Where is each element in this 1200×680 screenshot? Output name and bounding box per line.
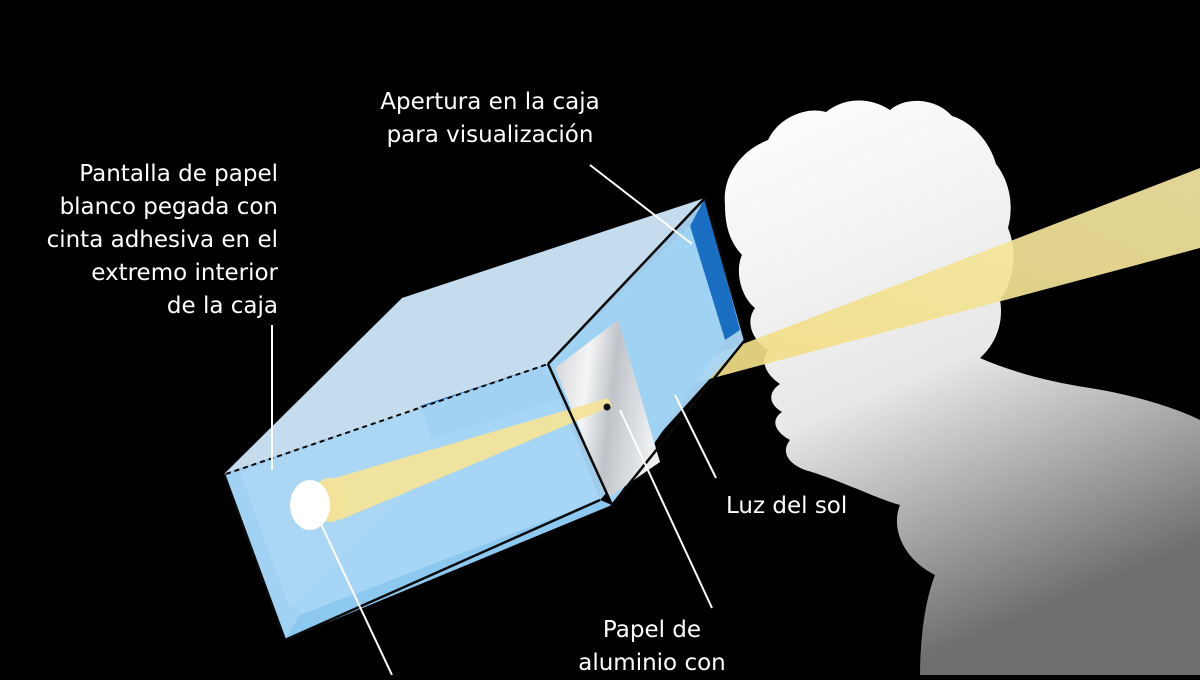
label-aluminum-foil: Papel de aluminio con — [578, 617, 726, 676]
label-paper-screen: Pantalla de papel blanco pegada con cint… — [46, 161, 278, 319]
white-spot — [290, 480, 330, 530]
leader-lines — [271, 164, 717, 675]
sun-beam-inside — [328, 398, 612, 520]
box-end-panel — [690, 198, 740, 340]
hidden-edge — [225, 363, 549, 475]
label-sunlight: Luz del sol — [726, 493, 848, 519]
box-top-face — [224, 198, 705, 474]
box-edges — [222, 197, 747, 642]
sun-beam-outside — [608, 168, 1200, 405]
pinhole — [603, 403, 611, 411]
person-silhouette-icon — [724, 100, 1200, 675]
label-viewing-aperture: Apertura en la caja para visualización — [380, 89, 600, 148]
